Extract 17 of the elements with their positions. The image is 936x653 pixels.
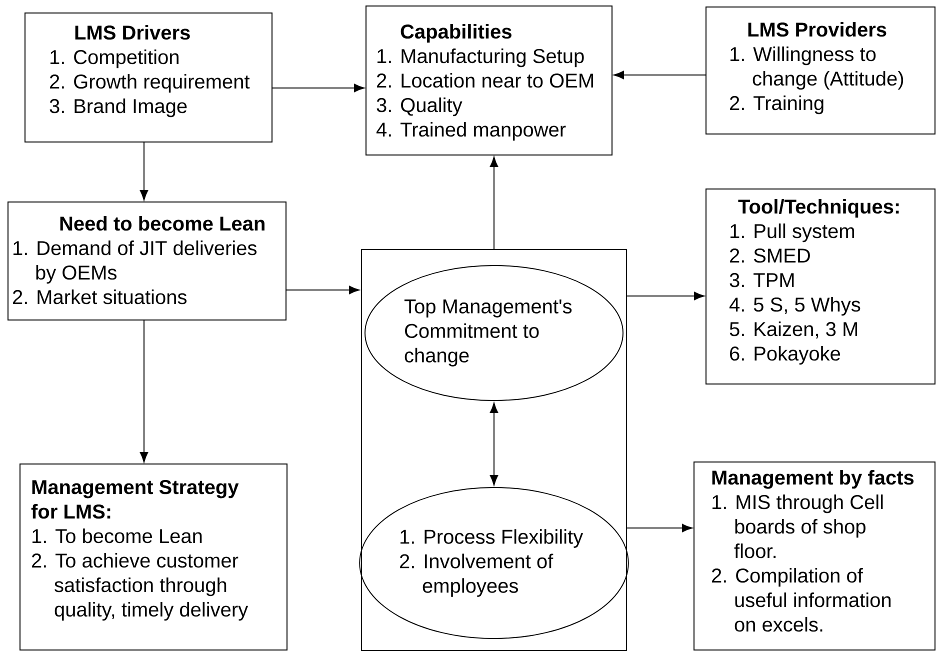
text-box: Capabilities 1. Manufacturing Setup 2. Location near to OEM 3. Quality 4. Trained manpower <box>366 6 612 156</box>
arrow <box>286 286 360 294</box>
arrow <box>272 84 364 92</box>
text-box: LMS Drivers 1. Competition 2. Growth requirement 3. Brand Image <box>24 12 272 142</box>
arrow <box>490 156 498 250</box>
arrow <box>490 402 498 486</box>
arrow <box>614 70 706 80</box>
text-box: Management Strategy for LMS: 1. To become Lean 2. To achieve customer satisfaction through quality, timely delivery <box>20 464 288 650</box>
arrow <box>626 524 692 532</box>
arrow <box>140 320 148 462</box>
text-box: Need to become Lean 1. Demand of JIT deliveries by OEMs 2. Market situations <box>8 202 286 320</box>
arrow <box>140 142 148 200</box>
text-box: LMS Providers 1. Willingness to change (Attitude) 2. Training <box>706 6 936 134</box>
arrow <box>626 292 704 300</box>
text-box: Tool/Techniques: 1. Pull system 2. SMED 3. TPM 4. 5 S, 5 Whys 5. Kaizen, 3 M 6. Pokayoke <box>706 188 936 384</box>
container-box <box>361 249 627 651</box>
text-box: Management by facts 1. MIS through Cell boards of shop floor. 2. Compilation of useful information on excels. <box>694 462 936 650</box>
